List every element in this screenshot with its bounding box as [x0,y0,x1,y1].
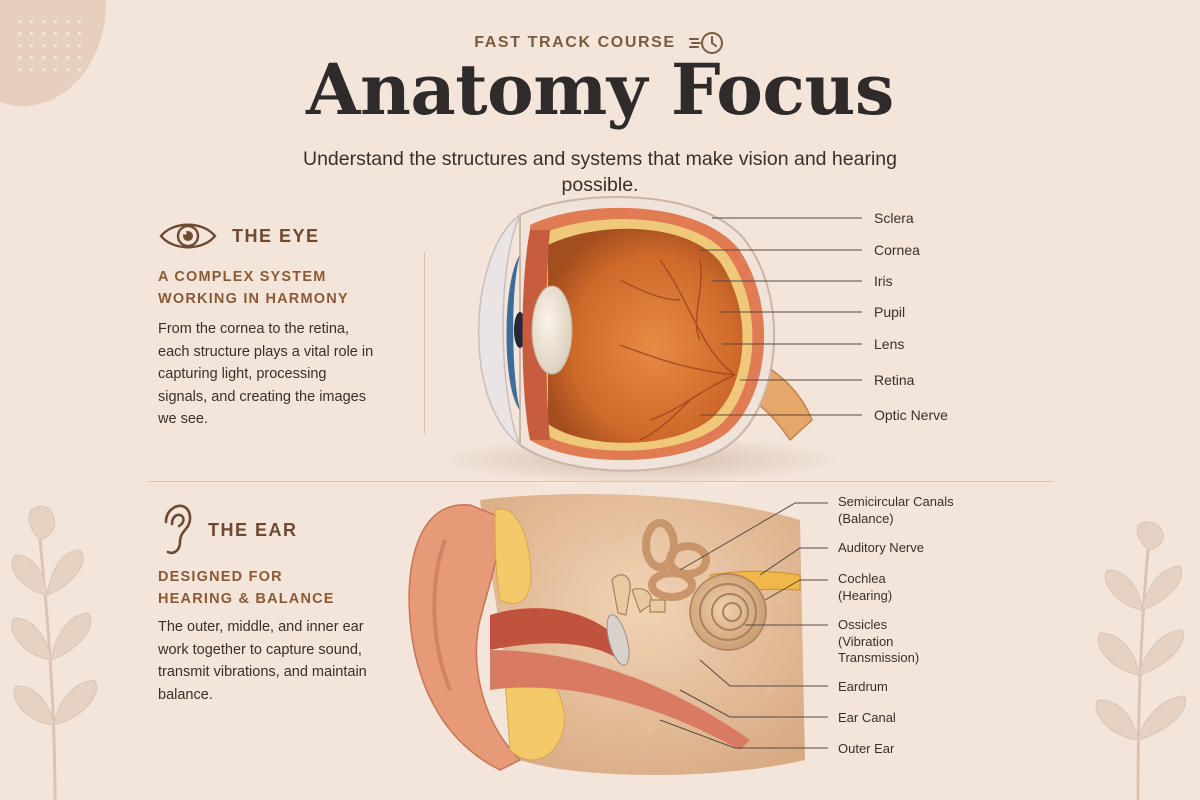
leaf-branch-icon [11,505,97,800]
eye-label-retina: Retina [874,372,915,388]
eye-subheading-line2: WORKING IN HARMONY [158,291,349,307]
ear-subheading: DESIGNED FOR HEARING & BALANCE [158,566,398,610]
ear-label-semicircular-canals: Semicircular Canals (Balance) [838,494,954,526]
eye-description: From the cornea to the retina, each stru… [158,321,374,427]
page-subtitle: Understand the structures and systems th… [303,148,897,196]
eye-label-lens: Lens [874,336,905,352]
divider [424,252,425,434]
course-kicker: FAST TRACK COURSE [0,30,1200,56]
section-divider [148,481,1054,482]
ear-section-heading: THE EAR [158,502,298,558]
eye-label-sclera: Sclera [874,210,914,226]
ear-label-ossicles: Ossicles (Vibration Transmission) [838,617,920,665]
ear-label-auditory-nerve: Auditory Nerve [838,540,924,555]
eye-icon [159,223,217,249]
leaf-branch-icon [1095,521,1187,800]
eye-label-optic-nerve: Optic Nerve [874,407,948,423]
course-kicker-label: FAST TRACK COURSE [474,34,676,51]
ear-subheading-line1: DESIGNED FOR [158,569,283,585]
clock-speed-icon [688,32,723,54]
eye-section-title: THE EYE [232,225,320,246]
ear-section-title: THE EAR [208,519,298,540]
ear-icon [164,504,192,555]
eye-subheading-line1: A COMPLEX SYSTEM [158,269,327,285]
ear-label-outer-ear: Outer Ear [838,741,895,756]
eye-subheading: A COMPLEX SYSTEM WORKING IN HARMONY [158,266,398,310]
page-title: Anatomy Focus [306,48,894,131]
eye-label-cornea: Cornea [874,242,920,258]
ear-subheading-line2: HEARING & BALANCE [158,591,335,607]
ear-description: The outer, middle, and inner ear work to… [158,619,367,703]
ear-label-cochlea: Cochlea (Hearing) [838,571,893,603]
eye-label-iris: Iris [874,273,893,289]
eye-section-heading: THE EYE [158,218,320,254]
ear-label-ear-canal: Ear Canal [838,710,896,725]
ear-label-eardrum: Eardrum [838,679,888,694]
eye-label-pupil: Pupil [874,304,906,320]
